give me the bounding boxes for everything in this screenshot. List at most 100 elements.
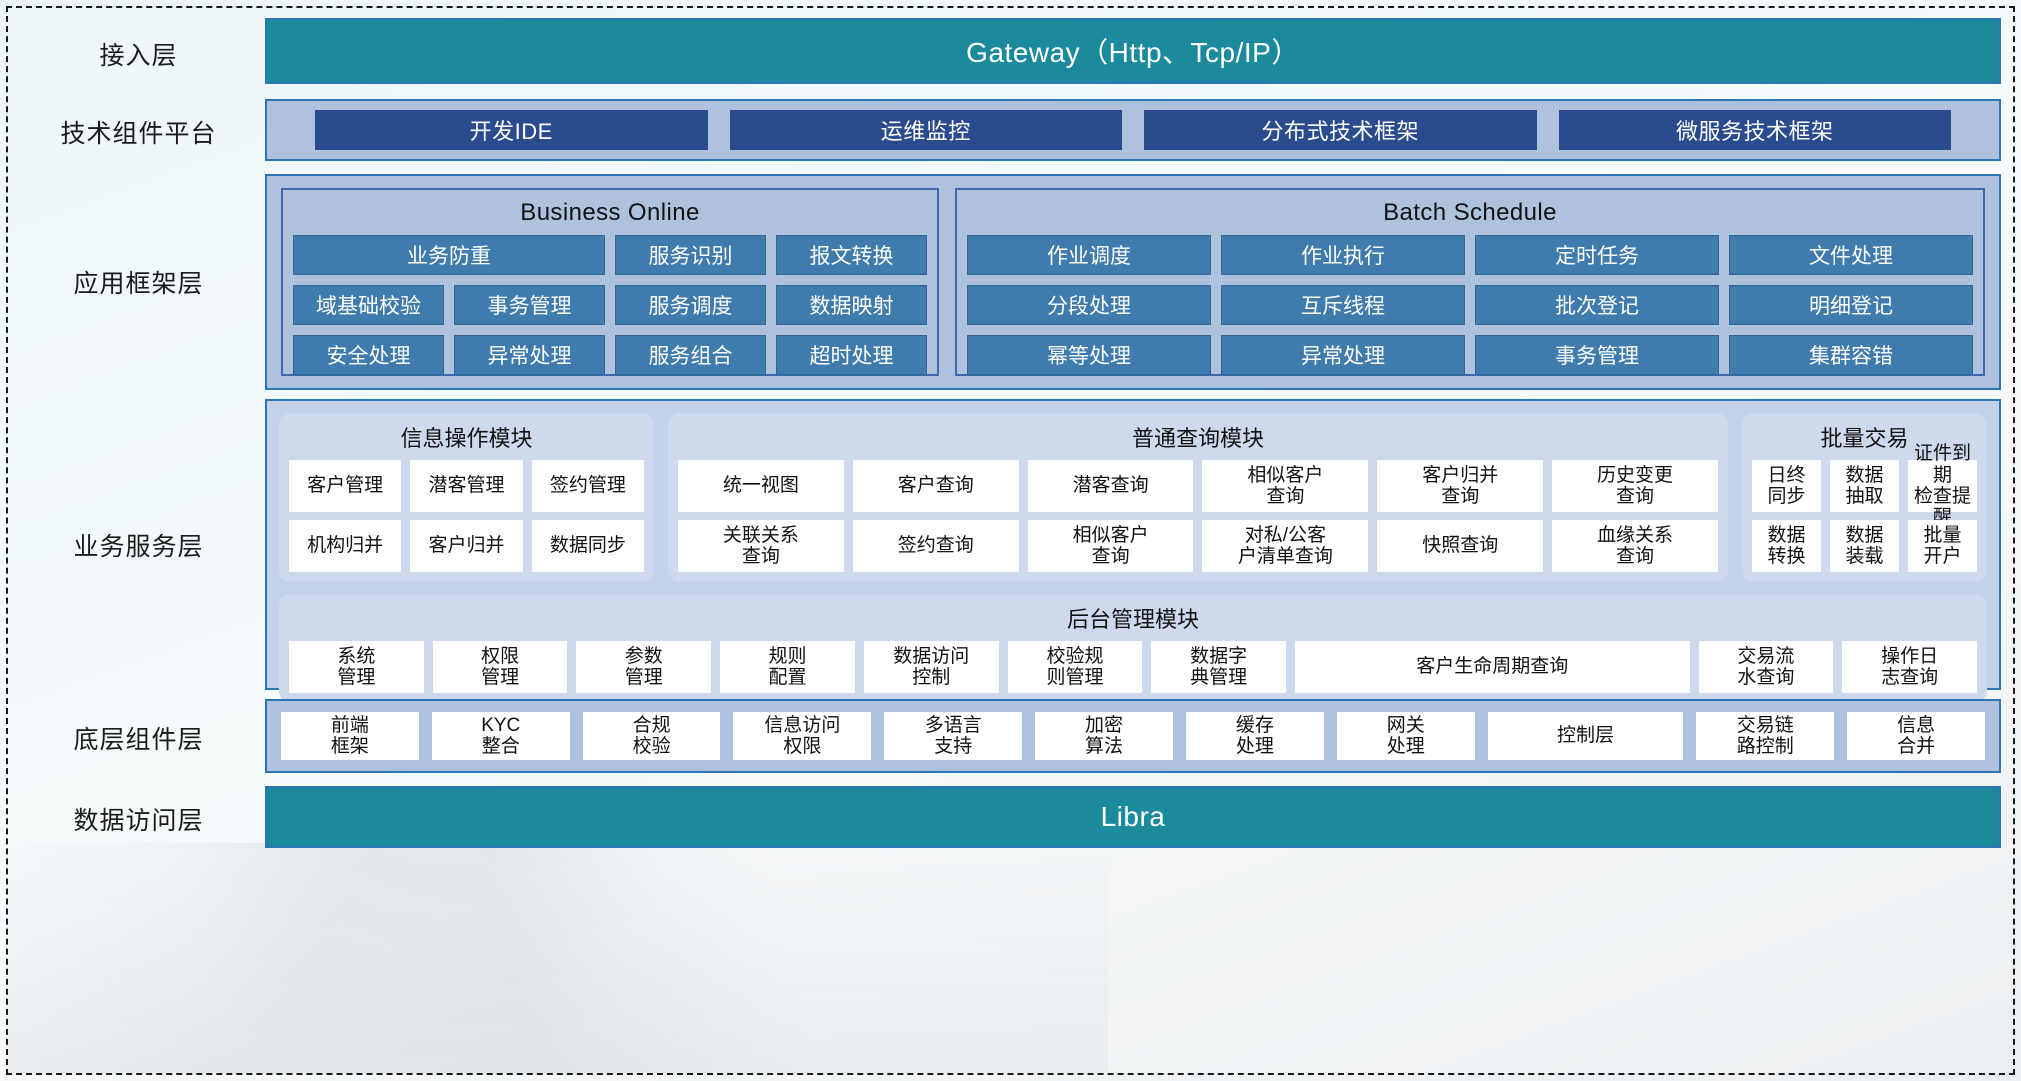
- cell-message-transform[interactable]: 报文转换: [775, 235, 927, 275]
- cell-domain-basic-validation[interactable]: 域基础校验: [293, 285, 444, 325]
- cell-contract-mgmt[interactable]: 签约管理: [531, 460, 644, 512]
- group-batch-transaction: 批量交易 日终 同步 数据 抽取 证件到期 检查提醒 数据 转换 数据 装载: [1742, 413, 1987, 582]
- cell-org-merge[interactable]: 机构归并: [289, 520, 402, 572]
- layer-body-access: Gateway（Http、Tcp/IP）: [265, 18, 2001, 90]
- cell-service-identify[interactable]: 服务识别: [614, 235, 766, 275]
- cell-parameter-mgmt[interactable]: 参数 管理: [576, 641, 712, 693]
- cell-customer-mgmt[interactable]: 客户管理: [289, 460, 402, 512]
- cell-info-access-permission[interactable]: 信息访问 权限: [733, 712, 872, 760]
- cell-compliance-validation[interactable]: 合规 校验: [582, 712, 721, 760]
- cell-batch-registration[interactable]: 批次登记: [1475, 285, 1719, 325]
- group-backend-admin: 后台管理模块 系统 管理 权限 管理 参数 管理 规则 配置 数据访问 控制 校…: [279, 594, 1987, 703]
- cell-timed-task[interactable]: 定时任务: [1475, 235, 1719, 275]
- cell-contract-query[interactable]: 签约查询: [852, 520, 1019, 572]
- cell-gateway-processing[interactable]: 网关 处理: [1336, 712, 1475, 760]
- common-query-row-2: 关联关系 查询 签约查询 相似客户 查询 对私/公客 户清单查询 快照查询 血缘…: [678, 520, 1718, 572]
- business-online-row-2: 域基础校验 事务管理 服务调度 数据映射: [293, 285, 927, 325]
- cell-permission-mgmt[interactable]: 权限 管理: [432, 641, 568, 693]
- cell-info-merge[interactable]: 信息 合并: [1847, 712, 1985, 760]
- cell-data-mapping[interactable]: 数据映射: [776, 285, 927, 325]
- batch-transaction-rows: 日终 同步 数据 抽取 证件到期 检查提醒 数据 转换 数据 装载 批量 开户: [1752, 443, 1977, 572]
- cell-system-mgmt[interactable]: 系统 管理: [289, 641, 424, 693]
- cell-snapshot-query[interactable]: 快照查询: [1377, 520, 1544, 572]
- cell-data-extract[interactable]: 数据 抽取: [1830, 460, 1899, 512]
- cell-validation-rule-mgmt[interactable]: 校验规 则管理: [1007, 641, 1143, 693]
- cell-batch-account-open[interactable]: 批量 开户: [1908, 520, 1977, 572]
- cell-job-execution[interactable]: 作业执行: [1221, 235, 1465, 275]
- info-operation-row-2: 机构归并 客户归并 数据同步: [289, 520, 644, 572]
- layer-data-access: 数据访问层 Libra: [20, 786, 2001, 852]
- cell-data-dictionary-mgmt[interactable]: 数据字 典管理: [1151, 641, 1287, 693]
- cell-timeout-processing[interactable]: 超时处理: [776, 335, 927, 375]
- group-batch-schedule: Batch Schedule 作业调度 作业执行 定时任务 文件处理 分段处理 …: [955, 188, 1985, 376]
- cell-lineage-query[interactable]: 血缘关系 查询: [1552, 520, 1718, 572]
- cell-encryption-algorithm[interactable]: 加密 算法: [1035, 712, 1173, 760]
- cell-customer-lifecycle-query[interactable]: 客户生命周期查询: [1295, 641, 1690, 693]
- cell-similar-customer-query-2[interactable]: 相似客户 查询: [1027, 520, 1194, 572]
- cell-transaction-mgmt-batch[interactable]: 事务管理: [1475, 335, 1719, 375]
- layer-app-framework: 应用框架层 Business Online 业务防重 服务识别 报文转换: [20, 174, 2001, 390]
- group-common-query: 普通查询模块 统一视图 客户查询 潜客查询 相似客户 查询 客户归并 查询 历史…: [668, 413, 1728, 582]
- cell-exception-processing-batch[interactable]: 异常处理: [1221, 335, 1465, 375]
- cell-prospect-mgmt[interactable]: 潜客管理: [410, 460, 523, 512]
- background-texture: [8, 843, 1108, 1073]
- cell-transaction-mgmt-online[interactable]: 事务管理: [454, 285, 605, 325]
- tech-chip-microservice-framework[interactable]: 微服务技术框架: [1558, 110, 1951, 150]
- cell-prospect-query[interactable]: 潜客查询: [1027, 460, 1194, 512]
- cell-customer-merge[interactable]: 客户归并: [410, 520, 523, 572]
- cell-cache-processing[interactable]: 缓存 处理: [1185, 712, 1324, 760]
- common-query-row-1: 统一视图 客户查询 潜客查询 相似客户 查询 客户归并 查询 历史变更 查询: [678, 460, 1718, 512]
- cell-frontend-framework[interactable]: 前端 框架: [281, 712, 419, 760]
- cell-customer-merge-query[interactable]: 客户归并 查询: [1377, 460, 1544, 512]
- cell-service-composition[interactable]: 服务组合: [615, 335, 766, 375]
- cell-rule-config[interactable]: 规则 配置: [720, 641, 855, 693]
- cell-cluster-fault-tolerance[interactable]: 集群容错: [1729, 335, 1973, 375]
- gateway-bar[interactable]: Gateway（Http、Tcp/IP）: [265, 18, 2001, 84]
- cell-kyc-integration[interactable]: KYC 整合: [431, 712, 570, 760]
- cell-transaction-flow-query[interactable]: 交易流 水查询: [1698, 641, 1834, 693]
- cell-business-dedup[interactable]: 业务防重: [293, 235, 605, 275]
- cell-transaction-chain-control[interactable]: 交易链 路控制: [1696, 712, 1835, 760]
- cell-customer-query[interactable]: 客户查询: [852, 460, 1019, 512]
- cell-certificate-expiry-reminder[interactable]: 证件到期 检查提醒: [1908, 443, 1977, 528]
- cell-data-transform[interactable]: 数据 转换: [1752, 520, 1821, 572]
- layer-body-business-service: 信息操作模块 客户管理 潜客管理 签约管理 机构归并 客户归并: [265, 399, 2001, 703]
- cell-security-processing[interactable]: 安全处理: [293, 335, 444, 375]
- cell-job-scheduling[interactable]: 作业调度: [967, 235, 1211, 275]
- cell-private-public-customer-list-query[interactable]: 对私/公客 户清单查询: [1202, 520, 1369, 572]
- group-title-backend-admin: 后台管理模块: [1066, 607, 1199, 632]
- tech-chip-distributed-framework[interactable]: 分布式技术框架: [1144, 110, 1537, 150]
- layer-body-data-access: Libra: [265, 786, 2001, 852]
- cell-unified-view[interactable]: 统一视图: [678, 460, 844, 512]
- tech-chip-dev-ide[interactable]: 开发IDE: [315, 110, 708, 150]
- group-title-common-query: 普通查询模块: [1131, 426, 1264, 451]
- cell-segment-processing[interactable]: 分段处理: [967, 285, 1211, 325]
- cell-exception-processing-online[interactable]: 异常处理: [454, 335, 605, 375]
- layer-business-service: 业务服务层 信息操作模块 客户管理 潜客管理 签约管理: [20, 399, 2001, 703]
- cell-multilanguage-support[interactable]: 多语言 支持: [884, 712, 1023, 760]
- group-business-online: Business Online 业务防重 服务识别 报文转换 域基础校验 事务管…: [281, 188, 939, 376]
- group-info-operation: 信息操作模块 客户管理 潜客管理 签约管理 机构归并 客户归并: [279, 413, 654, 582]
- cell-relationship-query[interactable]: 关联关系 查询: [678, 520, 844, 572]
- business-service-top-row: 信息操作模块 客户管理 潜客管理 签约管理 机构归并 客户归并: [279, 413, 1987, 582]
- cell-mutex-thread[interactable]: 互斥线程: [1221, 285, 1465, 325]
- cell-data-load[interactable]: 数据 装载: [1830, 520, 1899, 572]
- cell-detail-registration[interactable]: 明细登记: [1729, 285, 1973, 325]
- tech-chip-ops-monitor[interactable]: 运维监控: [729, 110, 1122, 150]
- common-query-rows: 统一视图 客户查询 潜客查询 相似客户 查询 客户归并 查询 历史变更 查询 关…: [678, 460, 1718, 572]
- cell-similar-customer-query-1[interactable]: 相似客户 查询: [1202, 460, 1369, 512]
- cell-idempotent-processing[interactable]: 幂等处理: [967, 335, 1211, 375]
- business-service-band: 信息操作模块 客户管理 潜客管理 签约管理 机构归并 客户归并: [265, 399, 2001, 703]
- cell-service-scheduling[interactable]: 服务调度: [615, 285, 766, 325]
- cell-data-access-control[interactable]: 数据访问 控制: [863, 641, 999, 693]
- layer-access: 接入层 Gateway（Http、Tcp/IP）: [20, 18, 2001, 90]
- cell-operation-log-query[interactable]: 操作日 志查询: [1842, 641, 1977, 693]
- cell-history-change-query[interactable]: 历史变更 查询: [1552, 460, 1718, 512]
- cell-data-sync[interactable]: 数据同步: [531, 520, 644, 572]
- cell-eod-sync[interactable]: 日终 同步: [1752, 460, 1821, 512]
- libra-bar[interactable]: Libra: [265, 786, 2001, 848]
- backend-admin-row-1: 系统 管理 权限 管理 参数 管理 规则 配置 数据访问 控制 校验规 则管理 …: [289, 641, 1977, 693]
- cell-file-processing[interactable]: 文件处理: [1729, 235, 1973, 275]
- cell-control-layer[interactable]: 控制层: [1487, 712, 1684, 760]
